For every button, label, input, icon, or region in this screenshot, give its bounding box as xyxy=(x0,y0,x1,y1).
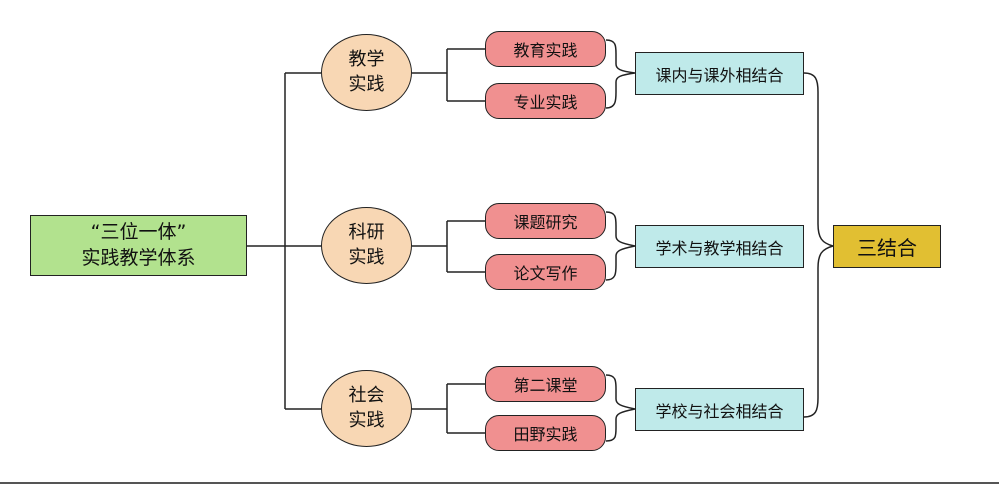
practice-item-second-classroom: 第二课堂 xyxy=(485,366,606,402)
brace-research xyxy=(605,211,636,281)
category-teaching-practice: 教学 实践 xyxy=(321,34,412,111)
practice-item-professional: 专业实践 xyxy=(485,83,606,119)
category-label-line1: 教学 xyxy=(348,49,385,71)
connector-research-items xyxy=(412,220,485,273)
category-label-line1: 科研 xyxy=(348,222,385,244)
connector-social-items xyxy=(412,383,485,434)
practice-item-thesis-writing: 论文写作 xyxy=(485,254,606,290)
bottom-border-line xyxy=(0,482,999,484)
category-label-line1: 社会 xyxy=(348,385,385,407)
combination-school-society: 学校与社会相结合 xyxy=(635,388,804,431)
connector-teaching-items xyxy=(412,48,485,102)
category-research-practice: 科研 实践 xyxy=(321,207,412,284)
practice-item-field-practice: 田野实践 xyxy=(485,415,606,451)
result-three-combinations: 三结合 xyxy=(833,225,941,268)
combination-academic-teaching: 学术与教学相结合 xyxy=(635,225,804,268)
category-label-line2: 实践 xyxy=(348,246,385,268)
practice-item-project-research: 课题研究 xyxy=(485,203,606,239)
root-title-line1: “三位一体” xyxy=(90,220,187,243)
combination-in-out-class: 课内与课外相结合 xyxy=(635,52,804,95)
category-social-practice: 社会 实践 xyxy=(321,370,412,447)
brace-teaching xyxy=(605,39,636,109)
root-title-line2: 实践教学体系 xyxy=(81,246,196,269)
category-label-line2: 实践 xyxy=(348,73,385,95)
brace-social xyxy=(605,374,636,442)
root-system-box: “三位一体” 实践教学体系 xyxy=(30,215,247,276)
practice-item-education: 教育实践 xyxy=(485,31,606,67)
category-label-line2: 实践 xyxy=(348,409,385,431)
brace-result xyxy=(803,72,836,418)
